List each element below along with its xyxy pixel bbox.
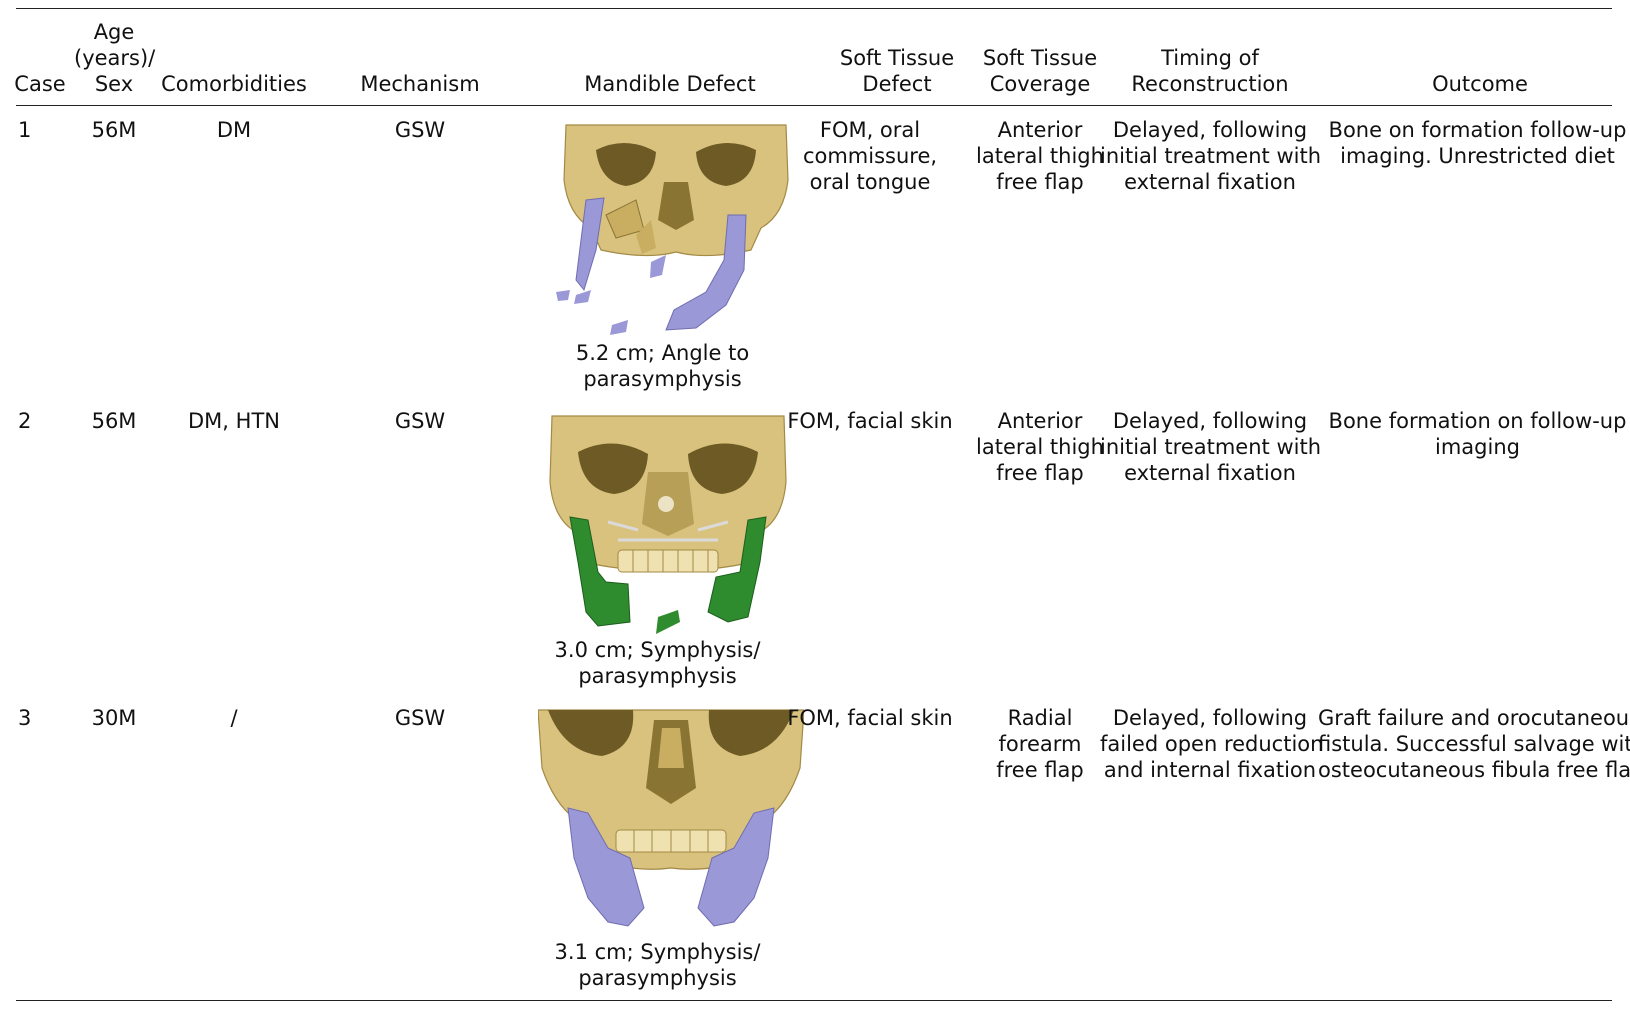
- comorbidities: DM, HTN: [188, 409, 280, 433]
- header-soft-tissue-defect: Soft Tissue Defect: [839, 46, 955, 96]
- case-number: 1: [18, 118, 32, 142]
- comorbidities: /: [230, 706, 238, 730]
- ct-reconstruction-image: [548, 412, 788, 642]
- outcome: Graft failure and orocutaneous fistula. …: [1318, 706, 1630, 782]
- timing: Delayed, following initial treatment wit…: [1100, 118, 1322, 194]
- soft-tissue-defect: FOM, facial skin: [787, 409, 953, 433]
- bottom-rule: [16, 1000, 1612, 1001]
- soft-tissue-defect: FOM, oral commissure, oral tongue: [802, 118, 938, 194]
- header-case: Case: [14, 72, 66, 96]
- header-rule: [16, 105, 1612, 106]
- case-number: 2: [18, 409, 32, 433]
- header-outcome: Outcome: [1432, 72, 1528, 96]
- defect-caption: 5.2 cm; Angle to parasymphysis: [575, 341, 750, 391]
- header-soft-tissue-coverage: Soft Tissue Coverage: [982, 46, 1098, 96]
- header-mandible-defect: Mandible Defect: [584, 72, 756, 96]
- mechanism: GSW: [394, 118, 446, 142]
- age-sex: 30M: [91, 706, 137, 730]
- soft-tissue-defect: FOM, facial skin: [787, 706, 953, 730]
- ct-reconstruction-image: [556, 120, 796, 352]
- defect-caption: 3.0 cm; Symphysis/ parasymphysis: [554, 638, 761, 688]
- defect-caption: 3.1 cm; Symphysis/ parasymphysis: [554, 940, 761, 990]
- ct-reconstruction-image: [538, 708, 804, 934]
- outcome: Bone on formation follow-up imaging. Unr…: [1328, 118, 1627, 168]
- header-timing: Timing of Reconstruction: [1131, 46, 1289, 96]
- comorbidities: DM: [216, 118, 252, 142]
- age-sex: 56M: [91, 409, 137, 433]
- header-age-sex: Age (years)/ Sex: [74, 20, 156, 96]
- top-rule: [16, 8, 1612, 9]
- mechanism: GSW: [394, 409, 446, 433]
- timing: Delayed, following initial treatment wit…: [1100, 409, 1322, 485]
- header-mechanism: Mechanism: [360, 72, 480, 96]
- soft-tissue-coverage: Radial forearm free flap: [996, 706, 1084, 782]
- timing: Delayed, following failed open reduction…: [1100, 706, 1324, 782]
- soft-tissue-coverage: Anterior lateral thigh free flap: [976, 118, 1104, 194]
- header-comorbidities: Comorbidities: [161, 72, 307, 96]
- mechanism: GSW: [394, 706, 446, 730]
- case-number: 3: [18, 706, 32, 730]
- age-sex: 56M: [91, 118, 137, 142]
- outcome: Bone formation on follow-up imaging: [1328, 409, 1627, 459]
- soft-tissue-coverage: Anterior lateral thigh free flap: [976, 409, 1104, 485]
